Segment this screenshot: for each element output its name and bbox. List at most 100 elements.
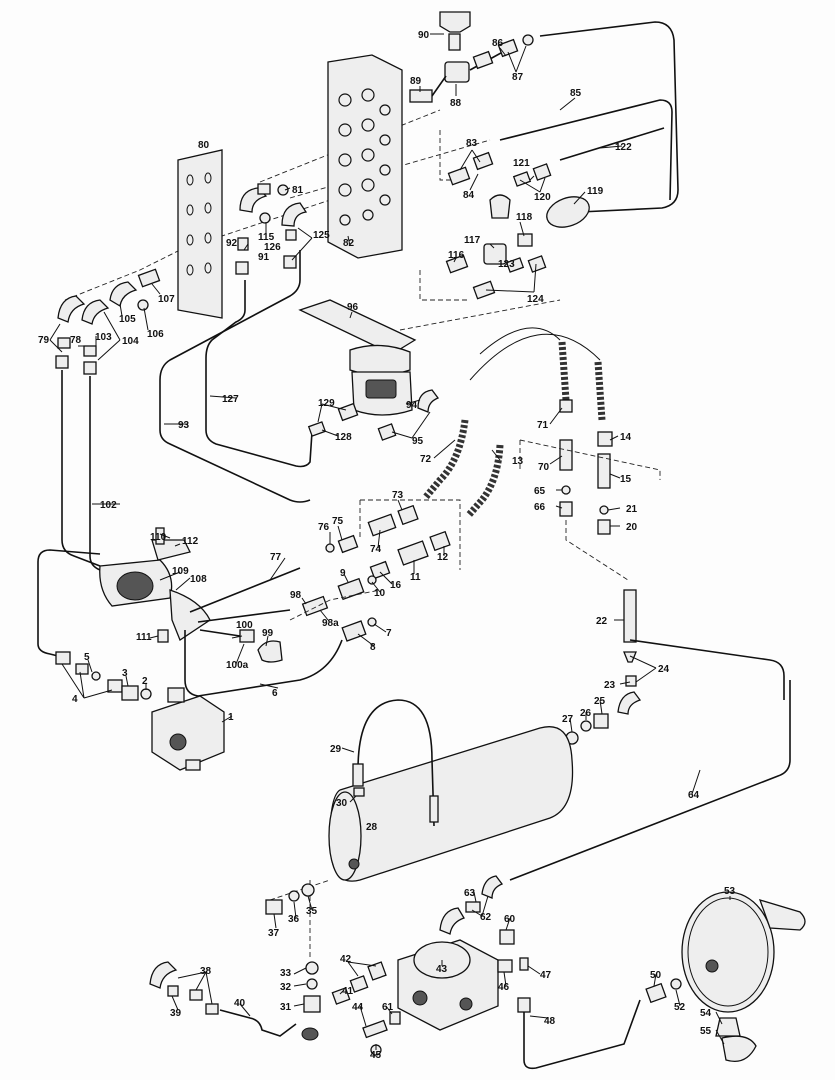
callout-93: 93: [178, 420, 190, 431]
stem-90: [448, 33, 461, 51]
clevis-55: [721, 1035, 757, 1063]
filter-119: [546, 196, 590, 228]
callout-91: 91: [258, 252, 270, 263]
brake-chamber-53-rim: [687, 897, 769, 1007]
nut-81: [257, 183, 271, 195]
callout-126: 126: [264, 242, 281, 253]
callout-1: 1: [228, 712, 234, 723]
callout-62: 62: [480, 912, 492, 923]
nut-87: [522, 34, 534, 46]
manifold-arm-108: [169, 589, 211, 641]
fitting-89: [409, 89, 433, 103]
ring-106: [137, 299, 149, 311]
callout-15: 15: [620, 474, 632, 485]
callout-40: 40: [234, 998, 246, 1009]
pipe-100: [199, 629, 241, 637]
tank-drain-port: [348, 858, 360, 870]
valve-1-port-bottom: [185, 759, 201, 771]
elbow-94: [417, 389, 440, 413]
fitting-20: [597, 519, 611, 535]
callout-14: 14: [620, 432, 632, 443]
valve-ports-96: [365, 379, 397, 399]
callout-11: 11: [410, 572, 421, 583]
fitting-31: [303, 995, 321, 1013]
ring-5: [91, 671, 101, 681]
cap-60: [499, 929, 515, 945]
dashed-box-15: [519, 439, 661, 480]
callout-23: 23: [604, 680, 616, 691]
callout-88: 88: [450, 98, 462, 109]
callout-100a: 100a: [226, 660, 249, 671]
callout-65: 65: [534, 486, 546, 497]
brake-chamber-53-rod: [758, 899, 806, 931]
fitting-37: [265, 899, 283, 915]
elbow-99: [257, 640, 283, 663]
fitting-74: [367, 513, 397, 537]
fitting-62: [465, 901, 481, 913]
callout-39: 39: [170, 1008, 182, 1019]
callout-30: 30: [336, 798, 348, 809]
callout-120: 120: [534, 192, 551, 203]
callout-105: 105: [119, 314, 136, 325]
nut-61: [389, 1011, 401, 1025]
callout-66: 66: [534, 502, 546, 513]
fitting-86: [472, 50, 494, 70]
callout-79: 79: [38, 335, 50, 346]
fitting-129: [337, 402, 359, 422]
air-tank-28-end: [328, 791, 362, 881]
nut-39: [167, 985, 179, 997]
pipe-22: [623, 589, 637, 643]
ring-115: [259, 212, 271, 224]
callout-127: 127: [222, 394, 239, 405]
elbow-105: [109, 281, 138, 308]
callout-8: 8: [370, 642, 376, 653]
hose-curve-a: [479, 327, 561, 355]
fitting-54: [715, 1017, 741, 1037]
valve-body-96-top: [349, 344, 411, 376]
callout-73: 73: [392, 490, 404, 501]
mounting-plate-80: [177, 149, 223, 319]
callout-85: 85: [570, 88, 582, 99]
elbow-38: [149, 961, 178, 989]
pipe-102b: [89, 376, 101, 571]
callout-92: 92: [226, 238, 238, 249]
pipe-127: [205, 280, 313, 468]
fitting-25: [593, 713, 609, 729]
fitting-98: [301, 595, 329, 617]
callout-86: 86: [492, 38, 504, 49]
fitting-46b: [517, 997, 531, 1013]
elbow-79: [57, 295, 86, 323]
pipe-77: [189, 567, 301, 613]
fitting-124b: [527, 255, 547, 273]
pipe-122: [559, 127, 665, 161]
pipe-15: [597, 453, 611, 489]
dashed-guide-5: [399, 299, 561, 331]
ring-10: [367, 575, 377, 585]
fitting-4a: [55, 651, 71, 665]
nut-79: [57, 337, 71, 349]
callout-24: 24: [658, 664, 670, 675]
fitting-104: [83, 361, 97, 375]
callout-103: 103: [95, 332, 112, 343]
callout-41: 41: [342, 986, 354, 997]
callout-110: 110: [150, 532, 167, 543]
callout-112: 112: [182, 536, 199, 547]
bolt-44: [362, 1019, 388, 1039]
fitting-16: [369, 560, 391, 580]
hose-72: [422, 419, 469, 501]
callout-95: 95: [412, 436, 424, 447]
callout-21: 21: [626, 504, 638, 515]
callout-116: 116: [448, 250, 465, 261]
fitting-4b: [75, 663, 89, 675]
callout-2: 2: [142, 676, 148, 687]
callout-129: 129: [318, 398, 335, 409]
callout-6: 6: [272, 688, 278, 699]
fitting-41a: [331, 987, 351, 1005]
callout-119: 119: [587, 186, 604, 197]
pipe-93: [159, 250, 311, 503]
elbow-118: [489, 194, 511, 219]
callout-27: 27: [562, 714, 574, 725]
fitting-8: [341, 620, 367, 642]
callout-100: 100: [236, 620, 253, 631]
